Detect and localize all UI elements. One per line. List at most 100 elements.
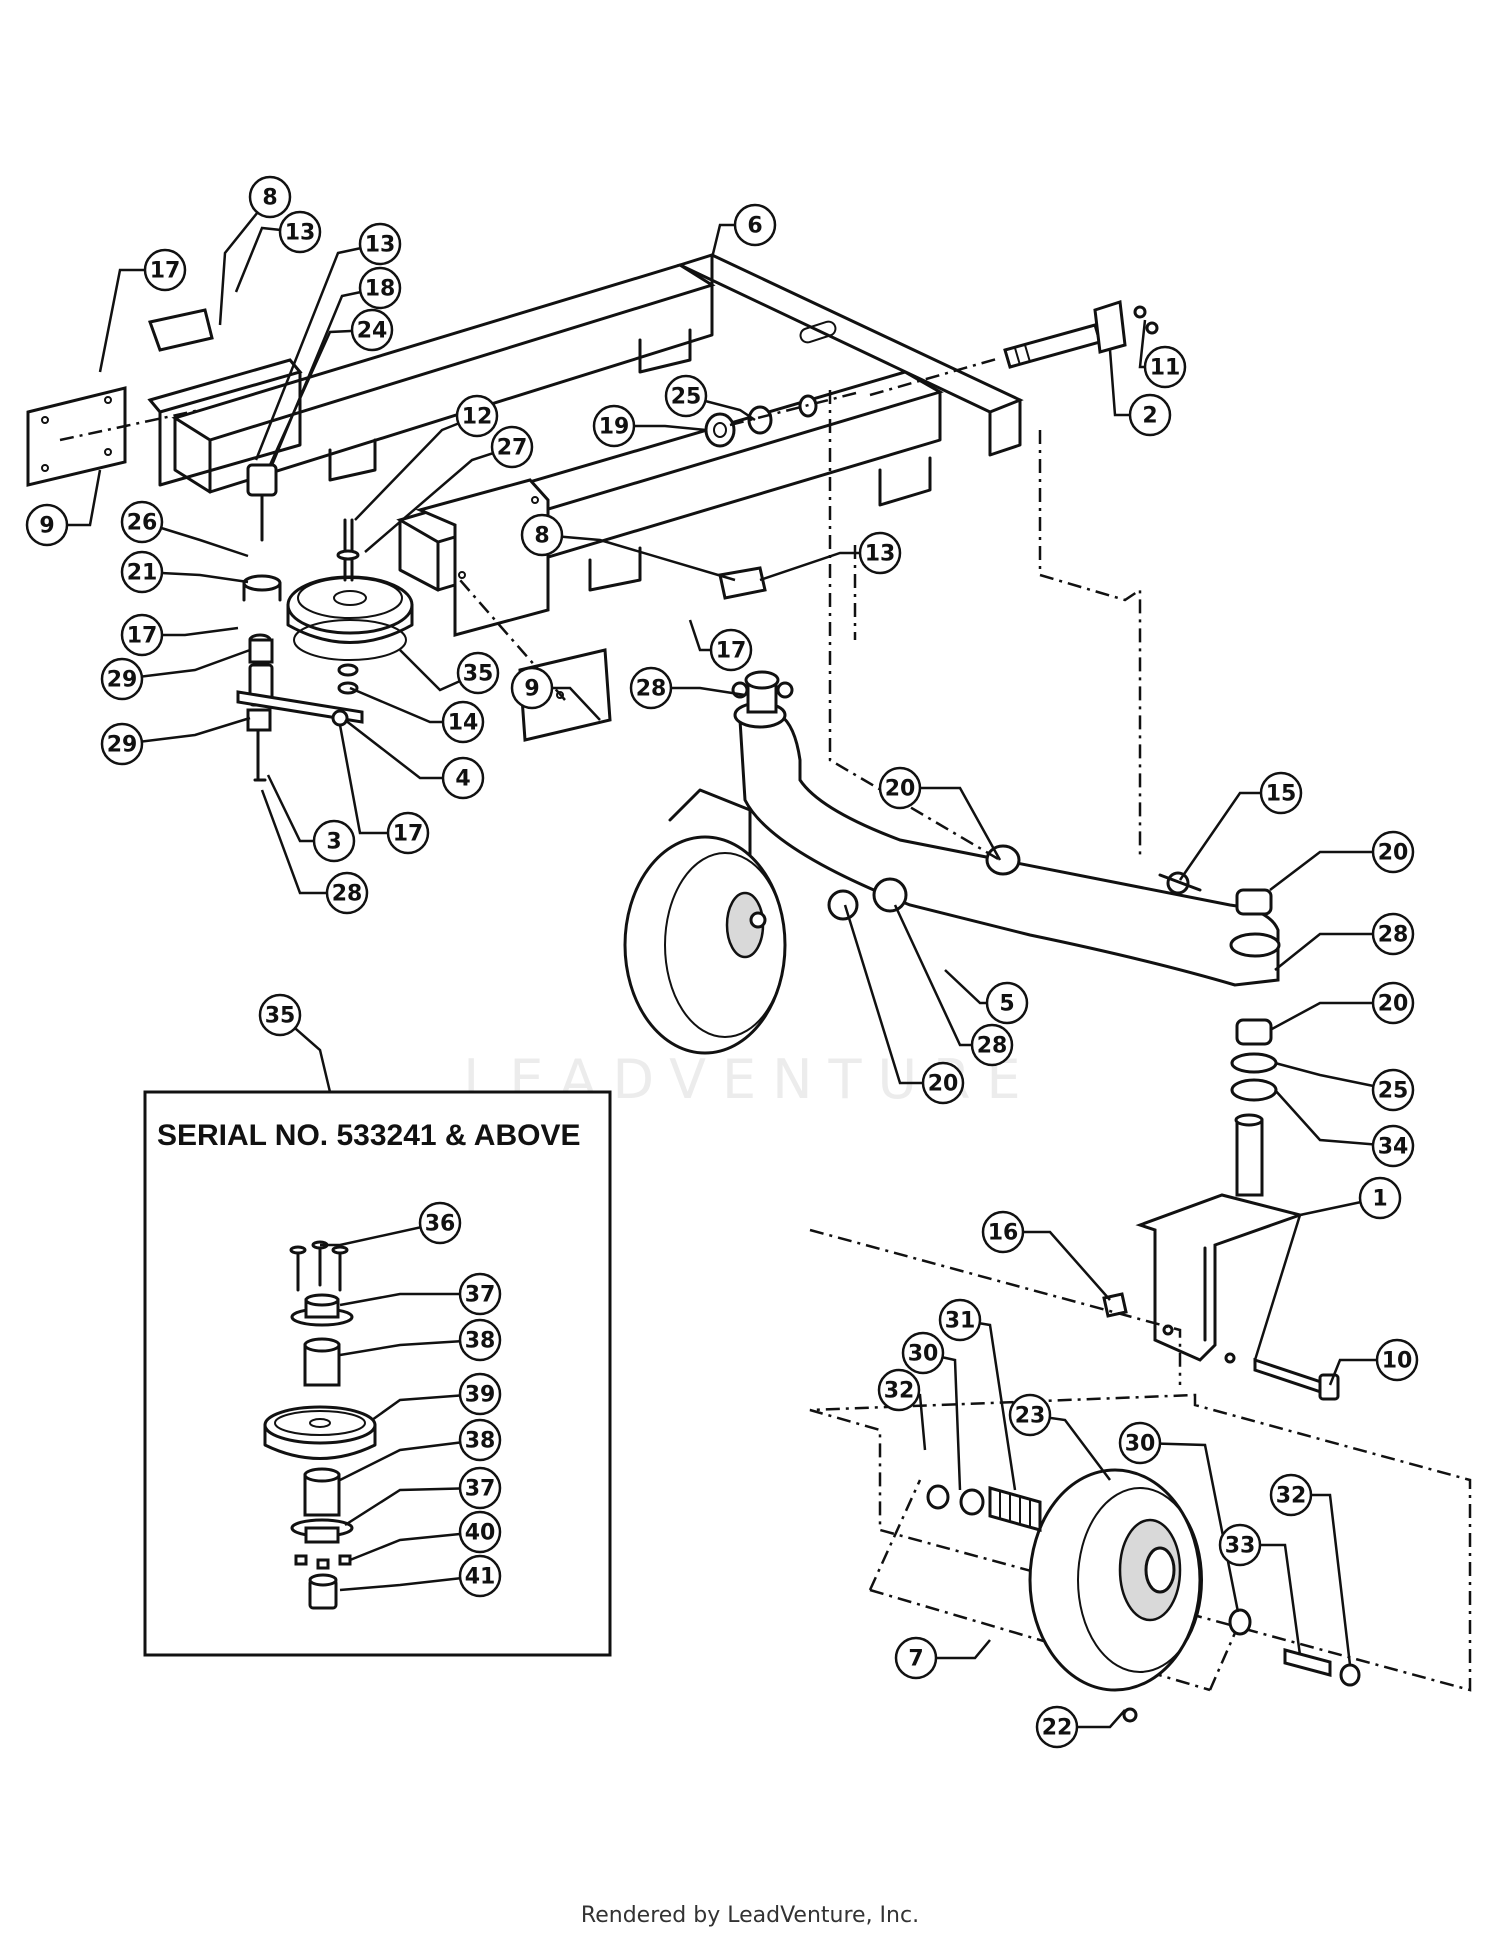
callout-label: 37	[465, 1477, 496, 1502]
callout-circle	[520, 513, 564, 557]
callout-5: 5	[985, 981, 1029, 1025]
callout-leader	[1274, 1089, 1394, 1148]
callout-label: 30	[1125, 1432, 1156, 1457]
callout-33: 33	[1218, 1523, 1262, 1567]
callout-circle	[1218, 1523, 1262, 1567]
callout-label: 7	[908, 1647, 923, 1672]
callout-circle	[1008, 1393, 1052, 1437]
callout-leader	[1274, 932, 1393, 971]
callout-15: 15	[1259, 771, 1303, 815]
callout-leader	[218, 196, 271, 326]
callout-30: 30	[901, 1331, 945, 1375]
callout-label: 40	[465, 1521, 496, 1546]
callout-39: 39	[458, 1372, 502, 1416]
callout-leader	[1253, 1196, 1381, 1361]
callout-label: 29	[107, 733, 138, 758]
callout-label: 13	[365, 233, 396, 258]
callout-29: 29	[100, 657, 144, 701]
callout-circle	[1371, 1124, 1415, 1168]
callout-label: 17	[127, 624, 158, 649]
callout-label: 28	[332, 882, 363, 907]
callout-20: 20	[878, 766, 922, 810]
callout-label: 13	[865, 542, 896, 567]
callout-40: 40	[458, 1510, 502, 1554]
callout-circle	[143, 248, 187, 292]
callout-12: 12	[455, 394, 499, 438]
callout-label: 19	[599, 415, 630, 440]
callout-label: 26	[127, 511, 158, 536]
callout-20: 20	[921, 1061, 965, 1105]
callout-25: 25	[664, 374, 708, 418]
callout-circle	[100, 722, 144, 766]
callout-label: 32	[884, 1379, 915, 1404]
callout-label: 35	[463, 662, 494, 687]
callout-32: 32	[1269, 1473, 1313, 1517]
callout-9: 9	[25, 503, 69, 547]
callout-17: 17	[709, 628, 753, 672]
callout-circle	[1143, 345, 1187, 389]
callout-label: 12	[462, 405, 493, 430]
callout-label: 34	[1378, 1135, 1409, 1160]
callout-label: 6	[747, 214, 762, 239]
callout-circle	[25, 503, 69, 547]
callout-31: 31	[938, 1298, 982, 1342]
callout-circle	[455, 394, 499, 438]
callout-circle	[1375, 1338, 1419, 1382]
callout-label: 38	[465, 1329, 496, 1354]
callout-4: 4	[441, 756, 485, 800]
callout-label: 22	[1042, 1716, 1073, 1741]
callout-36: 36	[418, 1201, 462, 1245]
axle-bushings	[827, 844, 1273, 1046]
callout-circle	[901, 1331, 945, 1375]
callout-27: 27	[490, 425, 534, 469]
callout-37: 37	[458, 1466, 502, 1510]
callout-circle	[325, 871, 369, 915]
callout-circle	[985, 981, 1029, 1025]
callout-24: 24	[350, 308, 394, 352]
callout-7: 7	[894, 1636, 938, 1680]
callout-circle	[120, 500, 164, 544]
footer-credit: Rendered by LeadVenture, Inc.	[580, 1903, 920, 1928]
callout-circle	[458, 1272, 502, 1316]
callout-leader	[1274, 1061, 1394, 1092]
caster-fork	[1102, 1193, 1340, 1401]
callout-28: 28	[629, 666, 673, 710]
callout-label: 8	[534, 524, 549, 549]
callout-leader	[922, 1351, 962, 1491]
callout-circle	[1371, 981, 1415, 1025]
callout-label: 20	[1378, 992, 1409, 1017]
callout-38: 38	[458, 1418, 502, 1462]
callout-circle	[1371, 912, 1415, 956]
callout-circle	[1128, 393, 1172, 437]
callout-leader	[349, 1530, 481, 1562]
callout-21: 21	[120, 550, 164, 594]
callout-label: 20	[1378, 841, 1409, 866]
callout-leader	[339, 1574, 481, 1592]
callout-circle	[510, 666, 554, 710]
spindle-bolt	[869, 300, 1159, 397]
callout-label: 15	[1266, 782, 1297, 807]
callout-label: 25	[671, 385, 702, 410]
callout-label: 20	[885, 777, 916, 802]
callout-leader	[371, 1392, 481, 1422]
left-front-wheel	[623, 788, 787, 1055]
callout-28: 28	[970, 1023, 1014, 1067]
callout-circle	[456, 651, 500, 695]
callout-leader	[121, 648, 251, 681]
callout-circle	[458, 1418, 502, 1462]
caster-stack	[1230, 1052, 1278, 1197]
callout-6: 6	[733, 203, 777, 247]
callout-circle	[592, 404, 636, 448]
serial-inset: SERIAL NO. 533241 & ABOVE	[143, 1090, 612, 1657]
callout-label: 17	[393, 822, 424, 847]
frame-reference-lines	[828, 390, 1142, 862]
callout-2: 2	[1128, 393, 1172, 437]
callout-circle	[458, 1554, 502, 1598]
callout-20: 20	[1371, 981, 1415, 1025]
callout-leader	[339, 1338, 481, 1357]
callout-32: 32	[877, 1368, 921, 1412]
callout-circle	[1358, 1176, 1402, 1220]
callout-label: 9	[39, 514, 54, 539]
callout-37: 37	[458, 1272, 502, 1316]
